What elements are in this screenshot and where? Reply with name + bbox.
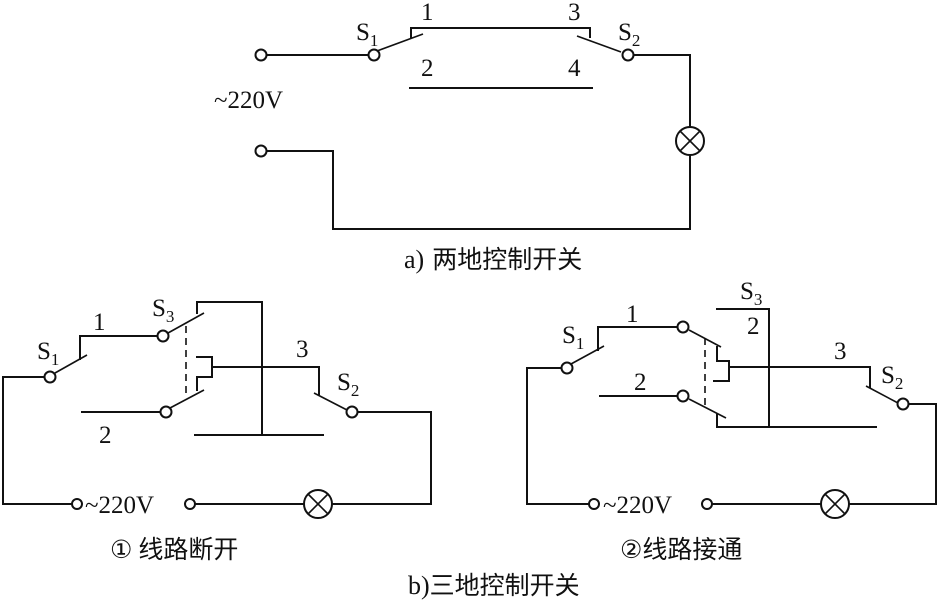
- s3-lower-blade: [688, 398, 727, 419]
- s3-label: S3: [152, 295, 174, 326]
- s1-pivot: [367, 48, 381, 62]
- wire-s2-to-lamp: [322, 411, 432, 505]
- source-voltage-label: ~220V: [603, 492, 672, 519]
- s1-label: S1: [562, 322, 584, 353]
- wire-3: [211, 366, 320, 395]
- s3-terminal-2-label: 2: [747, 313, 760, 340]
- s2-pivot: [345, 405, 359, 419]
- s3-upper-blade: [167, 312, 205, 334]
- s3-bridge: [713, 346, 730, 382]
- terminal-1-label: 1: [421, 0, 434, 26]
- s1-blade: [54, 354, 88, 374]
- source-terminal-right: [701, 498, 713, 510]
- source-terminal-right: [184, 498, 196, 510]
- s1-label: S1: [356, 19, 378, 50]
- s2-label: S2: [618, 19, 640, 50]
- wire-lamp-to-source: [265, 150, 691, 230]
- wire-2-label: 2: [634, 369, 647, 396]
- lamp-icon: [675, 126, 705, 156]
- s1-pivot: [560, 361, 574, 375]
- s3-upper-pivot: [676, 320, 690, 334]
- panel-2-caption: ②线路接通: [620, 535, 742, 564]
- lamp-icon: [303, 489, 333, 519]
- wire-1-label: 1: [626, 301, 639, 328]
- wire-2-label: 2: [99, 422, 112, 449]
- s2-blade: [313, 392, 348, 411]
- source-voltage-label: ~220V: [85, 492, 154, 519]
- wire-left-loop: [526, 367, 590, 505]
- terminal-3-label: 3: [568, 0, 581, 26]
- terminal-4-label: 4: [568, 55, 581, 82]
- s3-lower-blade: [169, 389, 205, 409]
- wire-3: [728, 366, 871, 388]
- s3-cross-wire-vertical: [716, 308, 770, 428]
- source-terminal-top: [254, 48, 268, 62]
- wire-terminal-1-to-3: [410, 27, 591, 38]
- s2-pivot: [621, 48, 635, 62]
- s3-lower-pivot: [676, 389, 690, 403]
- s1-label: S1: [37, 338, 59, 369]
- s2-blade: [576, 35, 622, 53]
- s1-pivot: [43, 370, 57, 384]
- s1-blade: [376, 33, 424, 52]
- source-terminal-left: [588, 498, 600, 510]
- wire-s2-to-lamp: [633, 54, 691, 128]
- wire-s2-to-lamp: [848, 403, 937, 505]
- s3-bottom-bus: [716, 413, 877, 428]
- s2-blade: [865, 385, 899, 404]
- source-terminal-left: [71, 498, 83, 510]
- diagram-a-two-way-switch: S1 S2 1 2 3 4 ~220V a)两地控制开关: [214, 0, 705, 274]
- lamp-icon: [820, 489, 850, 519]
- terminal-2-label: 2: [421, 55, 434, 82]
- diagram-b-panel-2-closed: S1 S3 S2 1 2 2 3 ~220V ②线路接通: [526, 278, 937, 564]
- s3-upper-pivot: [156, 329, 170, 343]
- s2-label: S2: [337, 369, 359, 400]
- diagram-a-caption: a)两地控制开关: [404, 245, 582, 274]
- diagram-b-caption: b)三地控制开关: [408, 571, 580, 600]
- source-terminal-bottom: [254, 144, 268, 158]
- s2-label: S2: [881, 362, 903, 393]
- wire-left-loop: [2, 376, 73, 505]
- source-voltage-label: ~220V: [214, 87, 283, 114]
- wire-1: [79, 335, 160, 360]
- wire-3-label: 3: [834, 338, 847, 365]
- s3-bridge: [196, 356, 213, 391]
- wire-3-label: 3: [296, 336, 309, 363]
- s3-label: S3: [740, 278, 762, 309]
- s3-cross-wire-vertical: [196, 301, 263, 436]
- s2-pivot: [896, 397, 910, 411]
- s3-lower-pivot: [159, 405, 173, 419]
- wire-1: [597, 326, 680, 351]
- wire-1-label: 1: [93, 309, 106, 336]
